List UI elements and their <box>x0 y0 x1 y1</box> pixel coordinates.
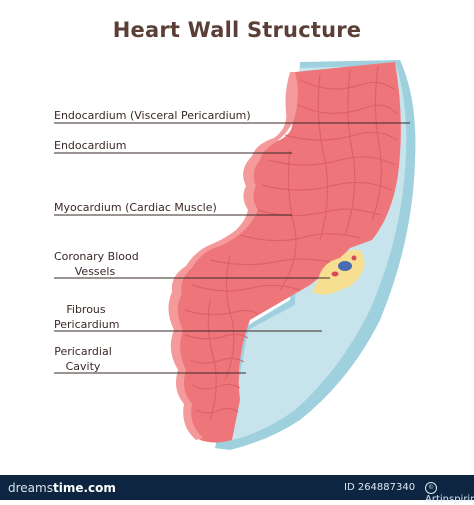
label-coronary-vessels: Coronary Blood Vessels <box>54 250 139 278</box>
author-credit: ©Artinspiring <box>425 482 474 505</box>
diagram-title: Heart Wall Structure <box>112 18 362 42</box>
label-myocardium: Myocardium (Cardiac Muscle) <box>54 201 217 214</box>
label-pericardial-cavity: Pericardial Cavity <box>54 345 112 373</box>
coronary-artery-icon <box>331 271 339 277</box>
copyright-icon: © <box>425 482 437 494</box>
muscle-fibers <box>184 65 399 421</box>
coronary-fat <box>312 249 365 295</box>
site-name: dreamstime.com <box>8 481 116 495</box>
heart-wall-illustration <box>54 60 416 450</box>
watermark-footer: dreamstime.com ID 264887340 ©Artinspirin… <box>0 475 474 505</box>
label-endocardium: Endocardium <box>54 139 127 152</box>
image-id: ID 264887340 <box>344 482 416 493</box>
label-endocardium-visceral: Endocardium (Visceral Pericardium) <box>54 109 251 122</box>
endocardium-surface <box>168 72 298 440</box>
myocardium-layer <box>174 62 401 443</box>
coronary-vein-icon <box>338 261 352 271</box>
label-fibrous-pericardium: Fibrous Pericardium <box>54 303 120 331</box>
leader-lines <box>54 122 410 374</box>
